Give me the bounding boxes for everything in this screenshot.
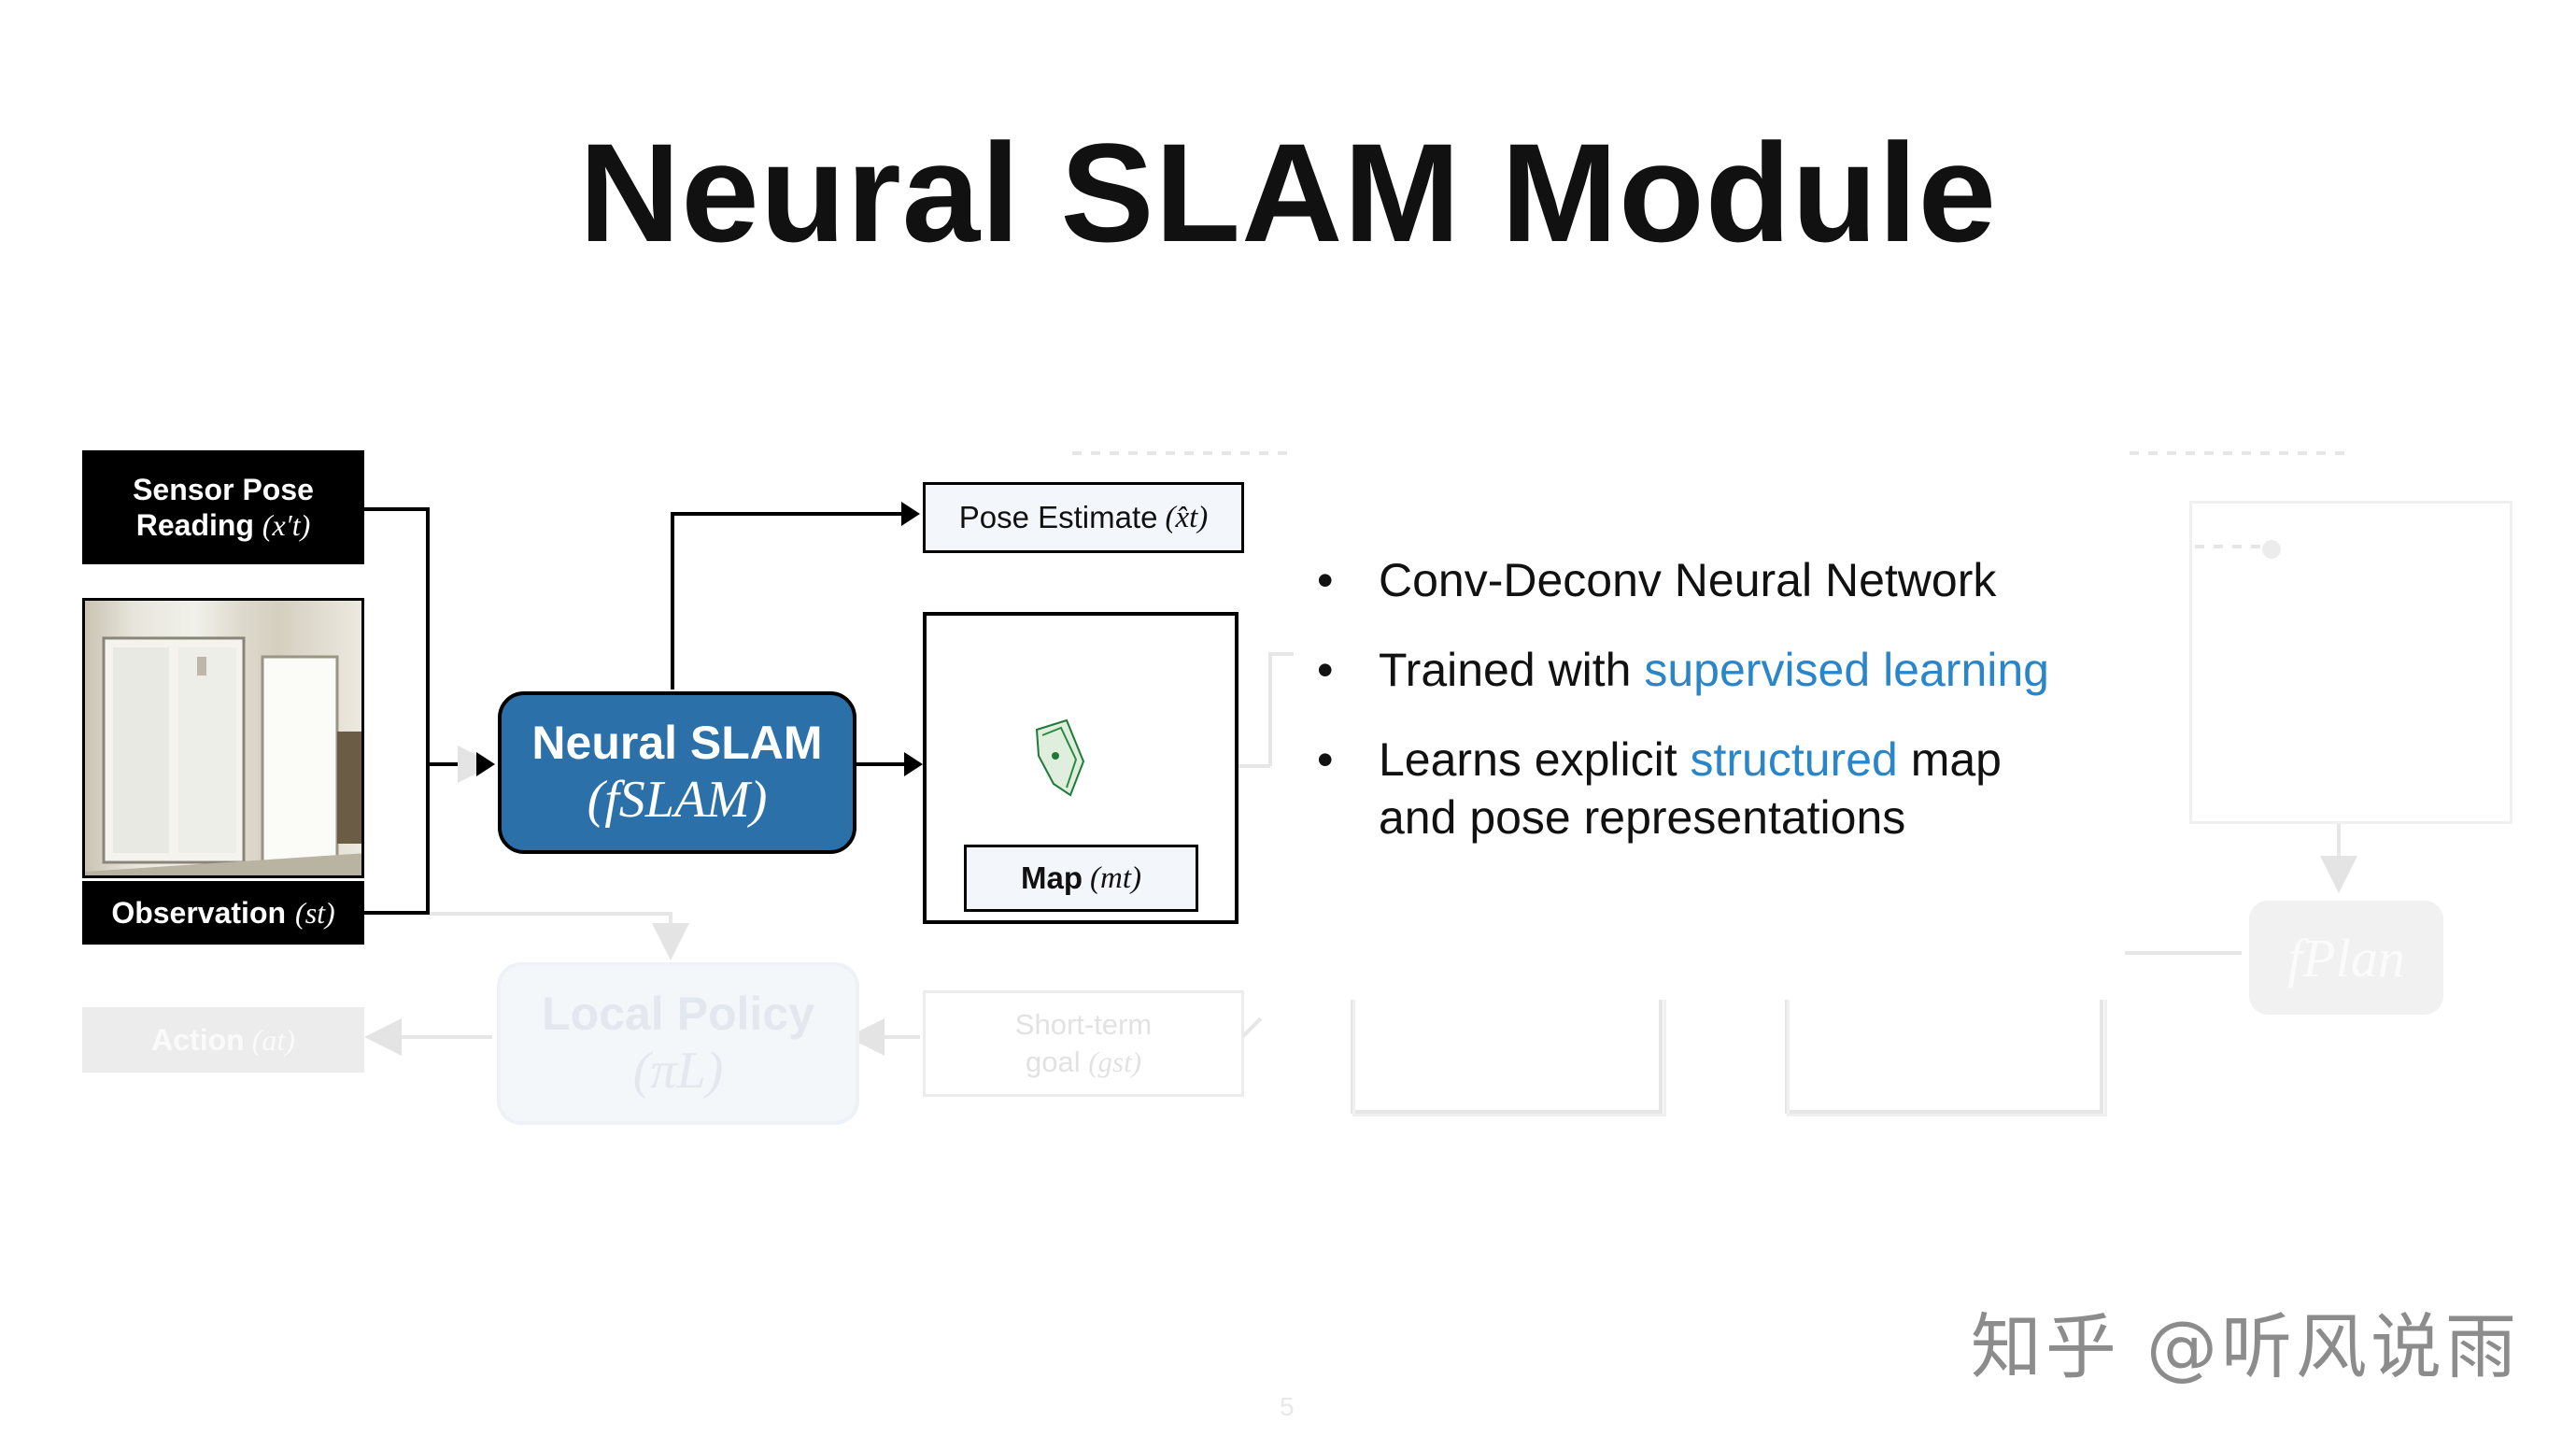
map-label-box: Map (mt) (964, 845, 1198, 912)
local-policy-label: Local Policy (542, 988, 814, 1040)
neural-slam-box: Neural SLAM (fSLAM) (498, 691, 856, 854)
observation-label-box: Observation (st) (82, 881, 364, 945)
sensor-pose-reading-box: Sensor Pose Reading (x′t) (82, 450, 364, 564)
bullet-2-highlight: supervised learning (1644, 644, 2049, 696)
arrowhead-to-pose (901, 502, 920, 526)
observation-image (82, 598, 364, 878)
bullet-dot: • (1317, 733, 1334, 786)
bullet-3-line2: and pose representations (1379, 791, 1906, 844)
bullet-3: • Learns explicit structured map and pos… (1317, 731, 2391, 846)
sensor-pose-math: (x′t) (262, 508, 311, 542)
neural-slam-math: (fSLAM) (587, 771, 768, 829)
short-term-line2: goal (1025, 1045, 1081, 1078)
neural-slam-label: Neural SLAM (531, 717, 823, 769)
bullet-list: • Conv-Deconv Neural Network • Trained w… (1317, 551, 2391, 878)
action-box: Action (at) (82, 1007, 364, 1073)
room-photo-sketch (85, 636, 361, 875)
slide-title: Neural SLAM Module (578, 114, 1998, 271)
faded-global-map-panel (2189, 501, 2512, 824)
bullet-dot: • (1317, 644, 1334, 696)
observation-label: Observation (111, 895, 287, 930)
map-box: Map (mt) (923, 612, 1238, 924)
sensor-pose-line2-wrap: Reading (x′t) (136, 507, 311, 543)
local-policy-box: Local Policy (πL) (497, 962, 859, 1125)
bullet-dot: • (1317, 554, 1334, 606)
short-term-line1: Short-term (1014, 1007, 1153, 1041)
bullet-1-text: Conv-Deconv Neural Network (1379, 554, 1997, 606)
sensor-pose-line2: Reading (135, 508, 254, 542)
short-term-line2-wrap: goal (gst) (1026, 1044, 1141, 1081)
fplan-box: fPlan (2249, 901, 2443, 1015)
faded-global-map-dot (2262, 540, 2281, 559)
map-label: Map (1021, 860, 1083, 895)
action-label: Action (151, 1022, 245, 1057)
pose-estimate-math: (x̂t) (1165, 500, 1209, 534)
bullet-1: • Conv-Deconv Neural Network (1317, 551, 2391, 609)
pose-estimate-label: Pose Estimate (958, 500, 1158, 534)
fplan-math: fPlan (2287, 927, 2405, 988)
faded-panel-b (1787, 1000, 2107, 1116)
page-number: 5 (1280, 1392, 1295, 1421)
bullet-2-pre: Trained with (1379, 644, 1645, 696)
short-term-goal-box: Short-term goal (gst) (923, 990, 1244, 1097)
bullet-3-highlight: structured (1690, 733, 1898, 786)
map-thumbnail (1035, 718, 1085, 797)
pose-estimate-box: Pose Estimate (x̂t) (923, 482, 1244, 553)
short-term-math: (gst) (1088, 1045, 1142, 1078)
bullet-2: • Trained with supervised learning (1317, 641, 2391, 699)
map-math: (mt) (1090, 860, 1141, 895)
bullet-3-pre: Learns explicit (1379, 733, 1691, 786)
bullet-3-post: map (1897, 733, 2002, 786)
local-policy-math: (πL) (632, 1042, 724, 1100)
arrowhead-to-map (904, 752, 923, 776)
action-math: (at) (251, 1022, 295, 1057)
observation-math: (st) (295, 895, 335, 930)
sensor-pose-line1: Sensor Pose (133, 472, 314, 506)
arrowhead-to-slam (476, 752, 495, 776)
watermark: 知乎 @听风说雨 (1970, 1305, 2520, 1388)
faded-panel-a (1352, 1000, 1666, 1116)
